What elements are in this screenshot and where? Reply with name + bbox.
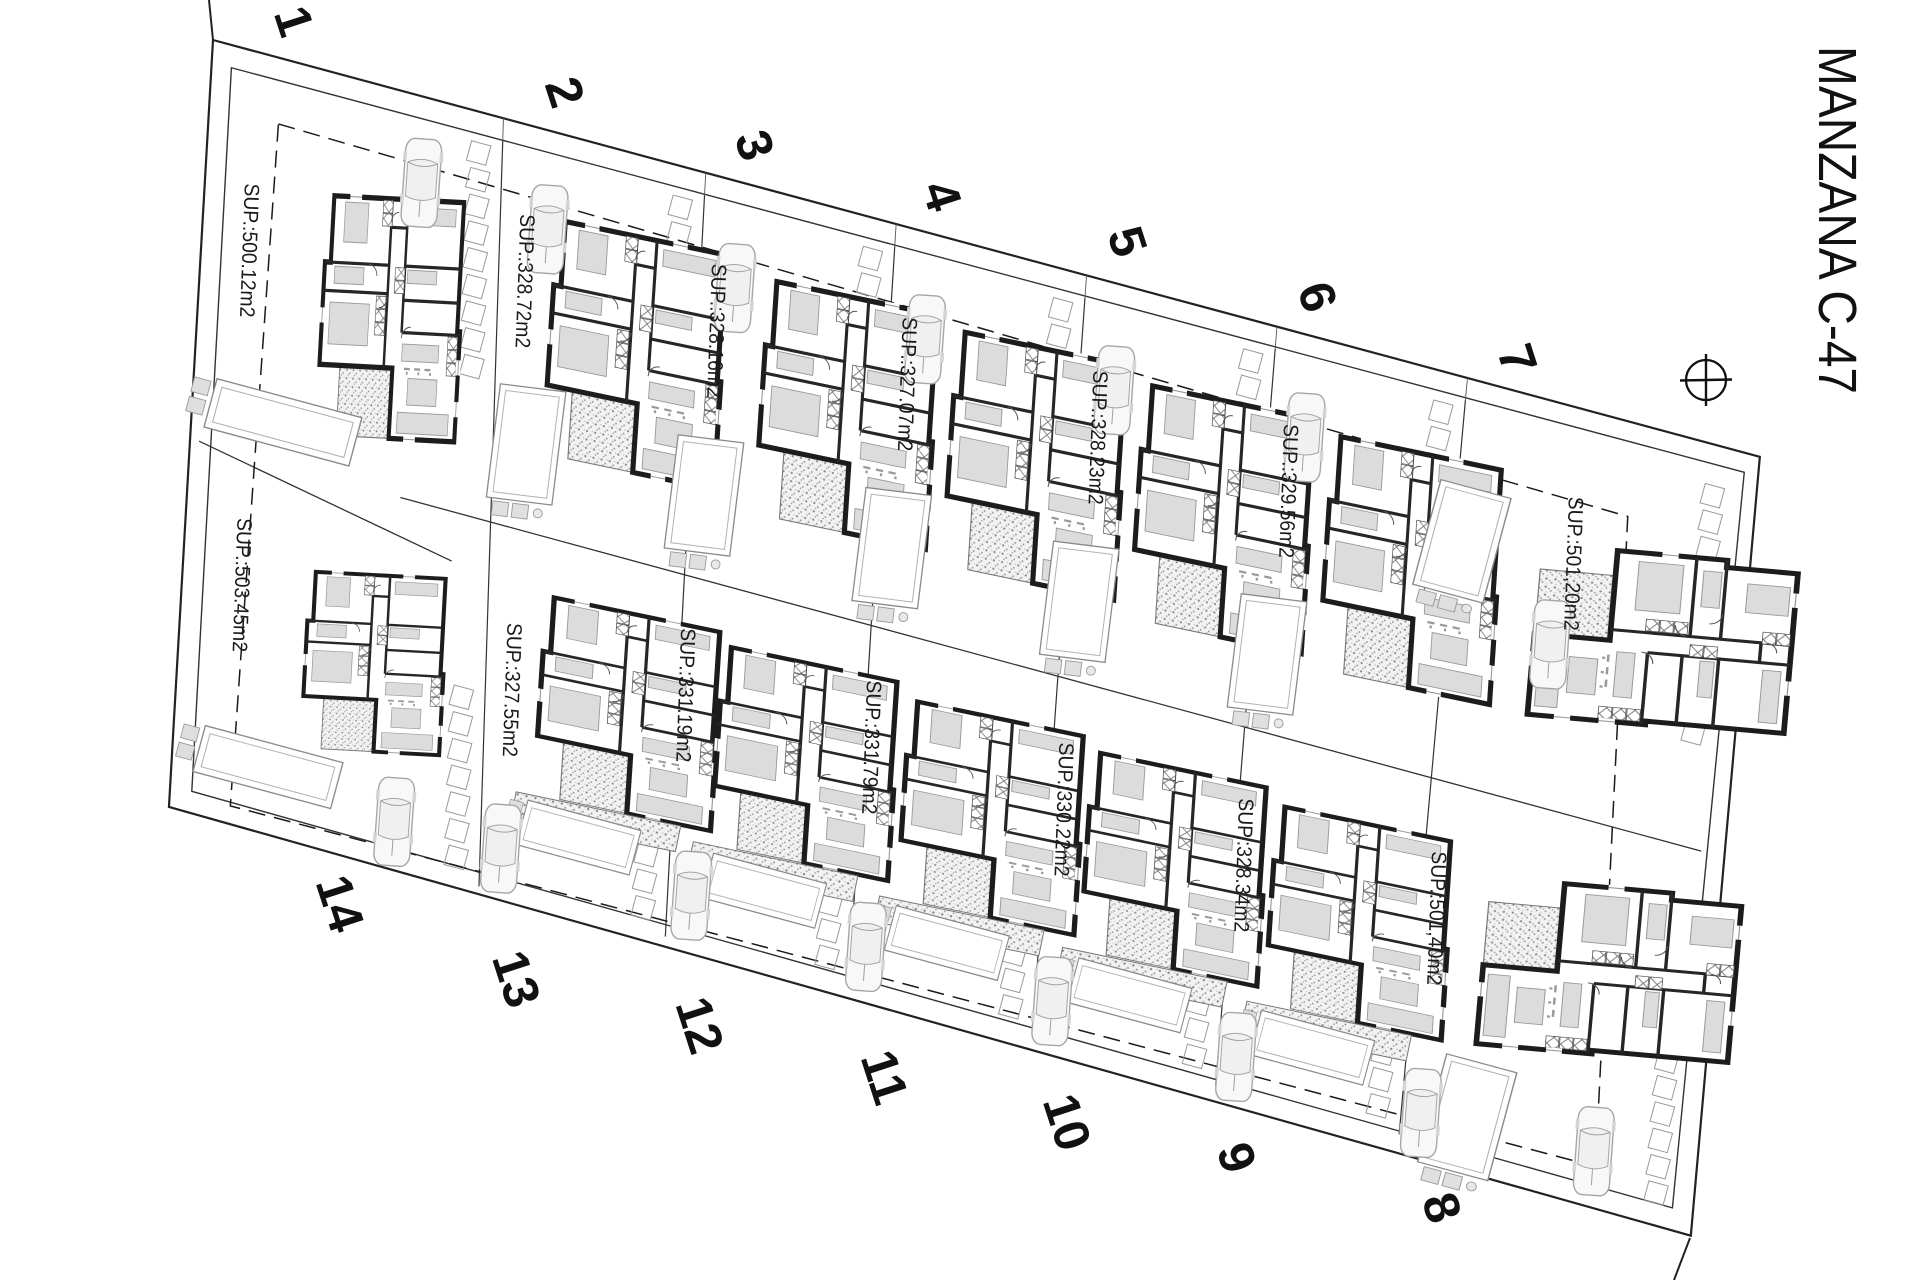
svg-text:SUP.:329.56m2: SUP.:329.56m2 (1274, 424, 1302, 559)
svg-text:SUP.:328.72m2: SUP.:328.72m2 (510, 214, 538, 349)
svg-text:SUP.:328.16m2: SUP.:328.16m2 (702, 263, 730, 398)
svg-text:SUP.:330.22m2: SUP.:330.22m2 (1050, 742, 1078, 877)
svg-text:SUP.:503.45m2: SUP.:503.45m2 (228, 518, 256, 653)
svg-text:SUP.:331.19m2: SUP.:331.19m2 (671, 628, 699, 763)
svg-text:SUP.:501,40m2: SUP.:501,40m2 (1422, 851, 1450, 986)
svg-text:SUP.:328.23m2: SUP.:328.23m2 (1083, 370, 1111, 505)
svg-text:SUP.:327.55m2: SUP.:327.55m2 (498, 623, 526, 758)
svg-text:SUP.:500.12m2: SUP.:500.12m2 (235, 183, 263, 318)
svg-text:SUP.:327.07m2: SUP.:327.07m2 (893, 317, 921, 452)
svg-text:SUP.:501,20m2: SUP.:501,20m2 (1559, 496, 1587, 631)
svg-text:SUP.:331.79m2: SUP.:331.79m2 (857, 680, 885, 815)
svg-text:SUP.:328.34m2: SUP.:328.34m2 (1229, 798, 1257, 933)
svg-text:MANZANA C-47: MANZANA C-47 (1807, 46, 1867, 394)
